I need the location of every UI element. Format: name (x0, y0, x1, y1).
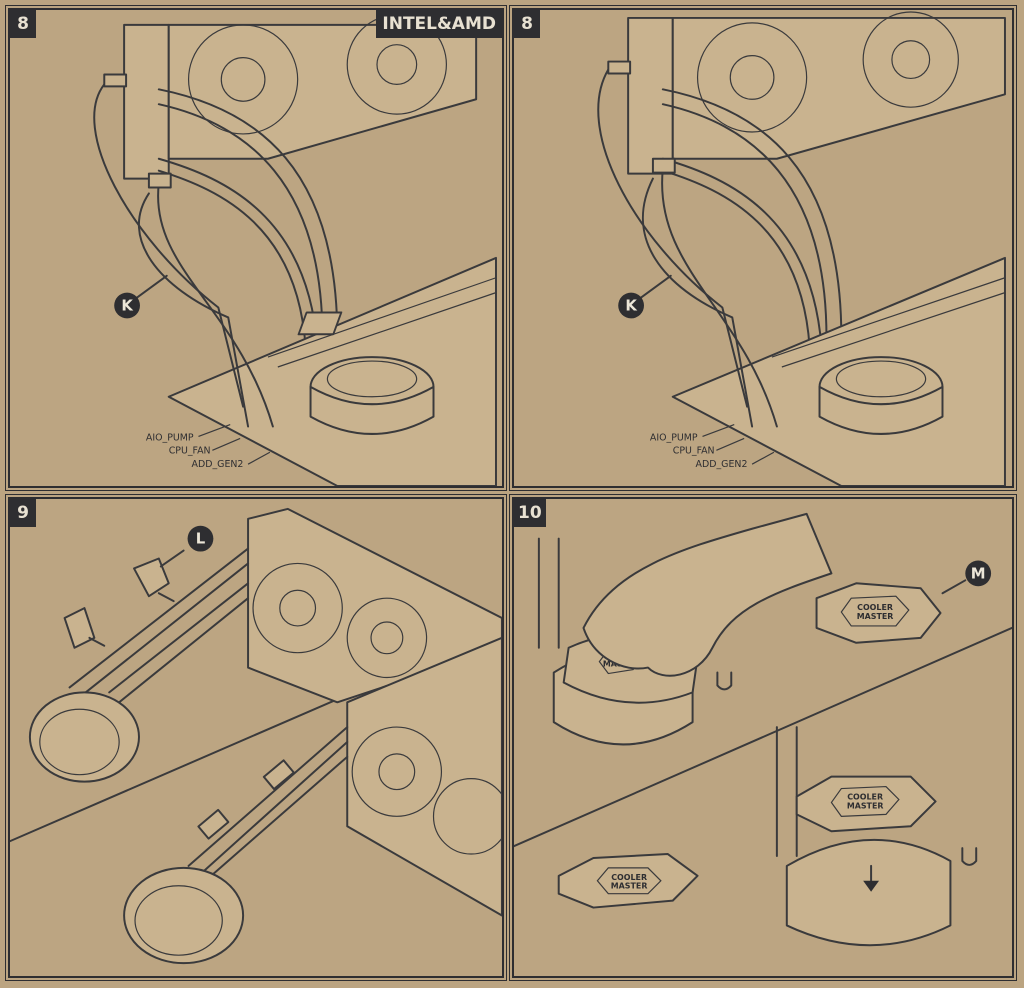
panel-step-8-intel-amd: 8 INTEL&AMD (5, 5, 507, 491)
cable-connection-illustration: K AIO_PUMP CPU_FAN ADD_GEN2 (93, 14, 497, 486)
label-add-gen2: ADD_GEN2 (192, 459, 244, 470)
panel-step-8: 8 K (509, 5, 1017, 491)
label-add-gen2: ADD_GEN2 (696, 459, 748, 470)
svg-text:MASTER: MASTER (611, 882, 648, 891)
cooler-master-logo-bottom-right: COOLER MASTER (830, 785, 900, 817)
step-number: 9 (10, 499, 36, 527)
platform-badge: INTEL&AMD (376, 10, 502, 38)
svg-text:COOLER: COOLER (847, 792, 883, 801)
step-number: 10 (514, 499, 546, 527)
cooler-master-logo-cap: COOLER MASTER (840, 595, 910, 627)
svg-text:COOLER: COOLER (611, 873, 647, 882)
tube-clip-illustration: L (10, 507, 502, 965)
label-cpu-fan: CPU_FAN (169, 445, 211, 456)
cable-connection-illustration: K AIO_PUMP CPU_FAN ADD_GEN2 (597, 11, 1006, 486)
callout-m: M (971, 564, 986, 582)
label-aio-pump: AIO_PUMP (146, 432, 194, 443)
step-number: 8 (514, 10, 540, 38)
panel-step-9: 9 L (5, 494, 507, 981)
label-aio-pump: AIO_PUMP (650, 432, 698, 443)
callout-k: K (625, 297, 637, 315)
panel-step-10: 10 COOLER MASTER COOLER MASTER (509, 494, 1017, 981)
svg-text:COOLER: COOLER (857, 603, 893, 612)
svg-text:MASTER: MASTER (857, 612, 894, 621)
callout-k: K (121, 297, 133, 315)
step-number: 8 (10, 10, 36, 38)
magnetic-cap-illustration: COOLER MASTER COOLER MASTER M COOLER M (514, 512, 1012, 947)
cooler-master-logo-bottom-left: COOLER MASTER (596, 867, 662, 895)
callout-l: L (196, 530, 206, 548)
label-cpu-fan: CPU_FAN (673, 445, 715, 456)
svg-text:MASTER: MASTER (847, 801, 884, 810)
